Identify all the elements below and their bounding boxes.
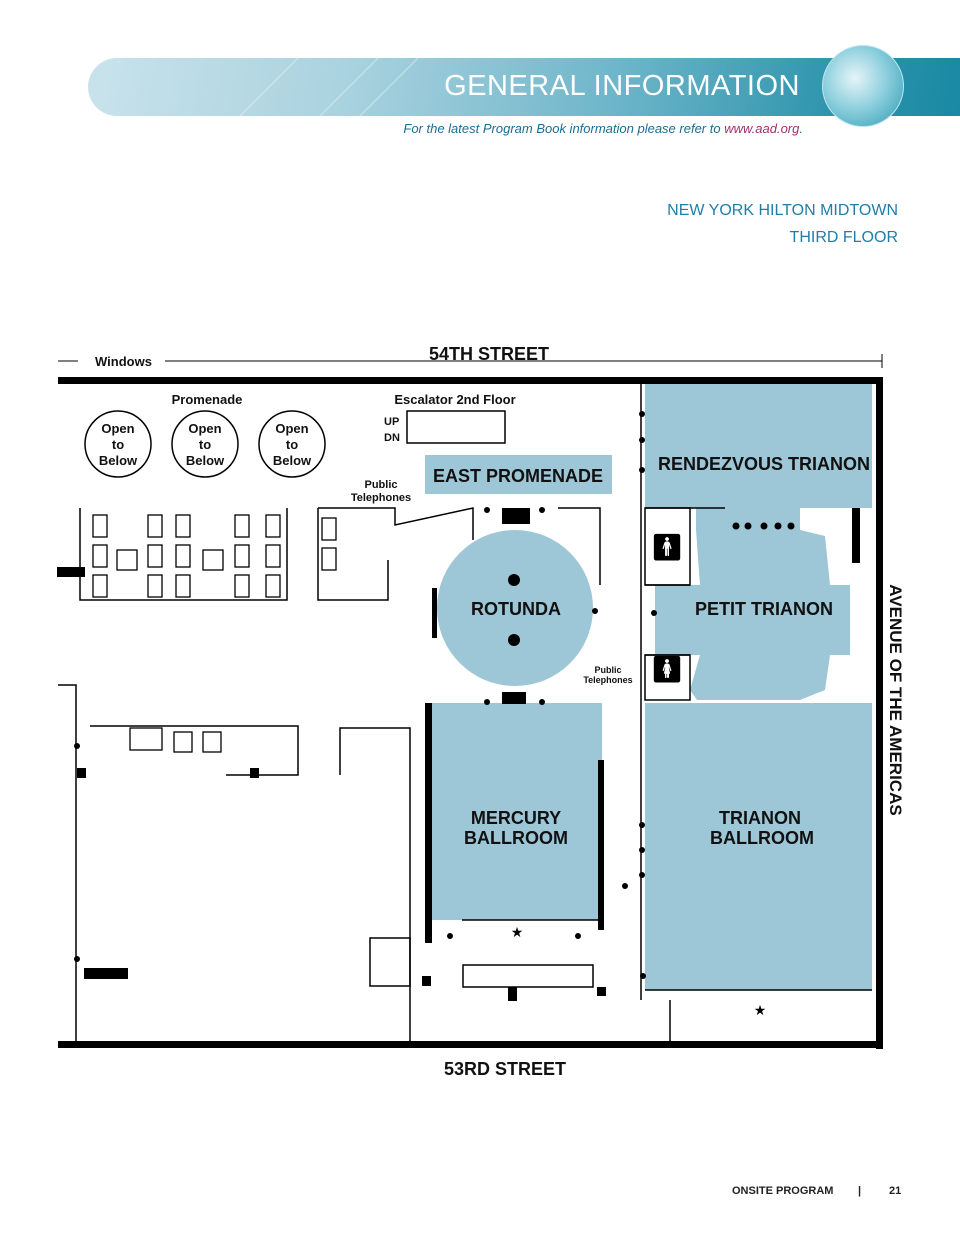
below-label: Below [273, 453, 312, 468]
hotel-name: NEW YORK HILTON MIDTOWN [667, 202, 898, 219]
open-label: Open [275, 421, 308, 436]
rotunda-label: ROTUNDA [471, 599, 561, 619]
up-label: UP [384, 416, 399, 428]
mercury-ballroom-label: BALLROOM [464, 828, 568, 848]
open-label: Open [188, 421, 221, 436]
open-label: Open [101, 421, 134, 436]
below-label: Below [186, 453, 225, 468]
east-promenade-label: EAST PROMENADE [433, 466, 603, 486]
to-label: to [112, 437, 124, 452]
below-label: Below [99, 453, 138, 468]
east-street-label: AVENUE OF THE AMERICAS [886, 584, 905, 815]
floor-name: THIRD FLOOR [789, 229, 898, 246]
petit-trianon-area [655, 508, 850, 700]
header-subtitle: For the latest Program Book information … [403, 121, 803, 136]
promenade-label: Promenade [172, 392, 243, 407]
to-label: to [286, 437, 298, 452]
subtitle-period: . [799, 121, 803, 136]
windows-label: Windows [95, 354, 152, 369]
column-dots [57, 411, 795, 1001]
open-to-below-group: Open to Below Open to Below Open to Belo… [84, 410, 326, 478]
telephones-label: Telephones [351, 492, 411, 504]
escalator-label: Escalator 2nd Floor [394, 392, 515, 407]
footer-section: ONSITE PROGRAM [732, 1185, 834, 1197]
mercury-ballroom-label: MERCURY [471, 808, 561, 828]
star-icon: ★ [511, 924, 524, 940]
to-label: to [199, 437, 211, 452]
header-band [88, 58, 960, 116]
website-link[interactable]: www.aad.org [724, 121, 800, 136]
womens-restroom-icon: 🚺︎ [650, 654, 683, 684]
footer-separator: | [858, 1185, 862, 1197]
rendezvous-trianon-label: RENDEZVOUS TRIANON [658, 454, 870, 474]
trianon-ballroom-area [645, 703, 872, 990]
globe-logo-icon [822, 45, 904, 127]
telephones-label: Public [594, 665, 621, 675]
star-icon: ★ [754, 1002, 767, 1018]
telephones-label: Telephones [583, 675, 632, 685]
mercury-ballroom-area [430, 703, 602, 920]
rendezvous-trianon-area [645, 384, 872, 508]
dn-label: DN [384, 432, 400, 444]
east-promenade-area [425, 455, 612, 494]
subtitle-text: For the latest Program Book information … [403, 121, 721, 136]
petit-trianon-label: PETIT TRIANON [695, 599, 833, 619]
telephones-label: Public [364, 479, 397, 491]
mens-restroom-icon: 🚹︎ [650, 532, 683, 562]
rotunda-area [437, 530, 593, 686]
north-street-label: 54TH STREET [429, 344, 549, 364]
south-street-label: 53RD STREET [444, 1059, 566, 1079]
trianon-ballroom-label: BALLROOM [710, 828, 814, 848]
section-title: GENERAL INFORMATION [444, 70, 800, 102]
trianon-ballroom-label: TRIANON [719, 808, 801, 828]
page-number: 21 [889, 1185, 902, 1197]
